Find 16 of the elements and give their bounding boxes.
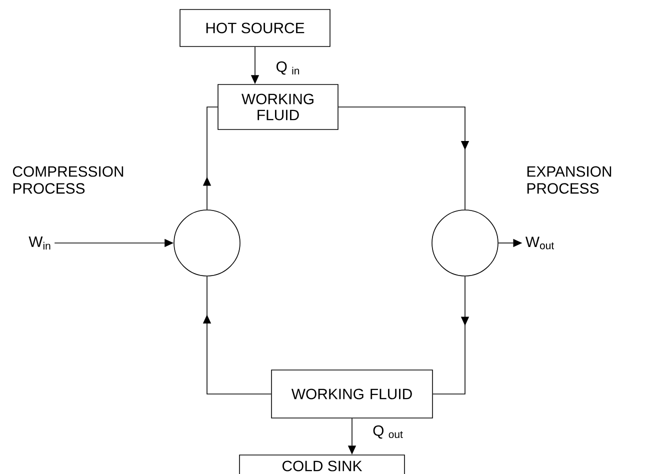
- arrow: [202, 276, 272, 394]
- process-box: COLD SINK: [239, 454, 405, 474]
- process-circle: [174, 210, 240, 276]
- arrow: [202, 106, 218, 210]
- work-label: W$_{in}$: [28, 236, 50, 250]
- edge-label: Q $_{out}$: [372, 424, 404, 440]
- process-circle: [432, 210, 498, 276]
- arrow: [432, 276, 470, 394]
- process-label: COMPRESSION PROCESS: [12, 166, 124, 194]
- edge-label: Q $_{in}$: [274, 60, 302, 76]
- process-box: WORKING FLUID: [271, 370, 433, 418]
- process-box: HOT SOURCE: [180, 9, 330, 47]
- process-label: EXPANSION PROCESS: [527, 166, 612, 194]
- arrow: [338, 106, 470, 210]
- work-label: W$_{out}$: [526, 236, 554, 250]
- process-box: WORKING FLUID: [218, 84, 338, 130]
